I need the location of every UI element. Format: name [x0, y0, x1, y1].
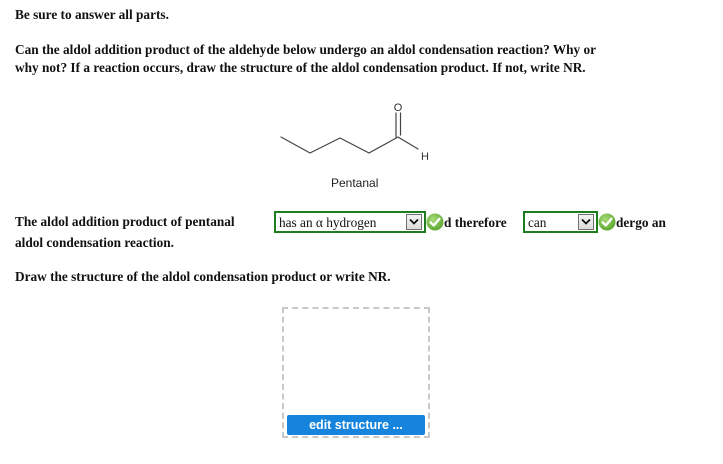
molecule-name-caption: Pentanal — [331, 176, 379, 190]
answer-prefix-text: The aldol addition product of pentanal — [15, 214, 235, 229]
alpha-hydrogen-select-value: has an α hydrogen — [279, 215, 377, 230]
answer-middle-text: d therefore — [444, 215, 507, 230]
pentanal-structure-image: O H — [280, 102, 429, 163]
correct-check-icon — [426, 213, 444, 231]
answer-suffix-text: dergo an — [616, 215, 666, 230]
question-line-2: why not? If a reaction occurs, draw the … — [15, 60, 586, 75]
question-line-1: Can the aldol addition product of the al… — [15, 42, 597, 57]
structure-drawing-area[interactable] — [282, 307, 430, 438]
question-text: Can the aldol addition product of the al… — [15, 41, 715, 77]
can-cannot-select[interactable]: can — [523, 211, 598, 233]
chevron-down-icon[interactable] — [578, 214, 594, 230]
chevron-down-icon[interactable] — [406, 214, 422, 230]
answer-line-2-text: aldol condensation reaction. — [15, 235, 174, 250]
hydrogen-atom-label: H — [421, 151, 429, 163]
can-cannot-select-value: can — [528, 215, 547, 230]
correct-check-icon — [598, 213, 616, 231]
draw-prompt-text: Draw the structure of the aldol condensa… — [15, 269, 391, 284]
edit-structure-button[interactable]: edit structure ... — [287, 415, 425, 435]
oxygen-atom-label: O — [394, 102, 403, 114]
alpha-hydrogen-select[interactable]: has an α hydrogen — [274, 211, 426, 233]
instruction-text: Be sure to answer all parts. — [15, 7, 169, 22]
